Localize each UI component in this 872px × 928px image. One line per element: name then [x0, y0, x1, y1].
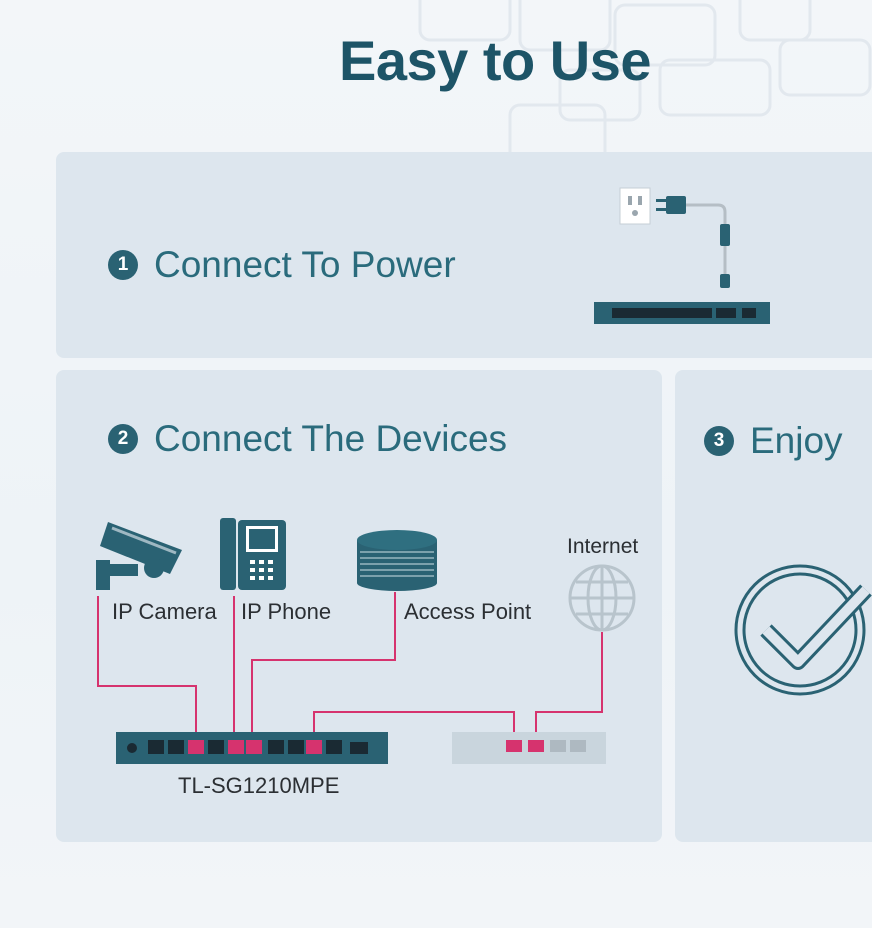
power-outlet-icon	[619, 187, 651, 225]
switch-model-label: TL-SG1210MPE	[178, 773, 340, 798]
page-title: Easy to Use	[339, 29, 652, 92]
internet-globe-icon	[568, 564, 636, 632]
ip-phone-label: IP Phone	[241, 599, 332, 624]
switch-icon-small	[594, 302, 770, 324]
tl-sg1210mpe-switch-icon	[116, 732, 388, 764]
access-point-cable	[251, 592, 396, 742]
power-cable	[686, 203, 727, 277]
checkmark-circle-icon	[734, 564, 872, 696]
network-cables	[97, 592, 603, 742]
step-2-label: Connect The Devices	[154, 418, 508, 459]
background-keyboard-decoration	[418, 0, 872, 160]
power-connection-illustration	[594, 187, 770, 324]
step-3: 3 Enjoy	[704, 420, 843, 462]
ip-camera-label: IP Camera	[112, 599, 217, 624]
step-1: 1 Connect To Power	[108, 244, 456, 286]
step-2: 2 Connect The Devices	[108, 418, 507, 460]
internet-label: Internet	[567, 535, 639, 558]
router-icon	[452, 732, 606, 764]
ip-phone-icon	[220, 518, 286, 590]
step-2-number: 2	[108, 424, 138, 454]
access-point-label: Access Point	[404, 599, 532, 624]
internet-cable	[535, 632, 603, 742]
access-point-icon	[357, 530, 437, 591]
power-plug-icon	[666, 196, 686, 214]
ip-camera-icon	[96, 522, 182, 590]
uplink-cable	[313, 711, 515, 742]
step-1-number: 1	[108, 250, 138, 280]
camera-cable	[97, 596, 197, 742]
step-3-label: Enjoy	[750, 420, 843, 461]
step-3-number: 3	[704, 426, 734, 456]
step-1-label: Connect To Power	[154, 244, 456, 285]
